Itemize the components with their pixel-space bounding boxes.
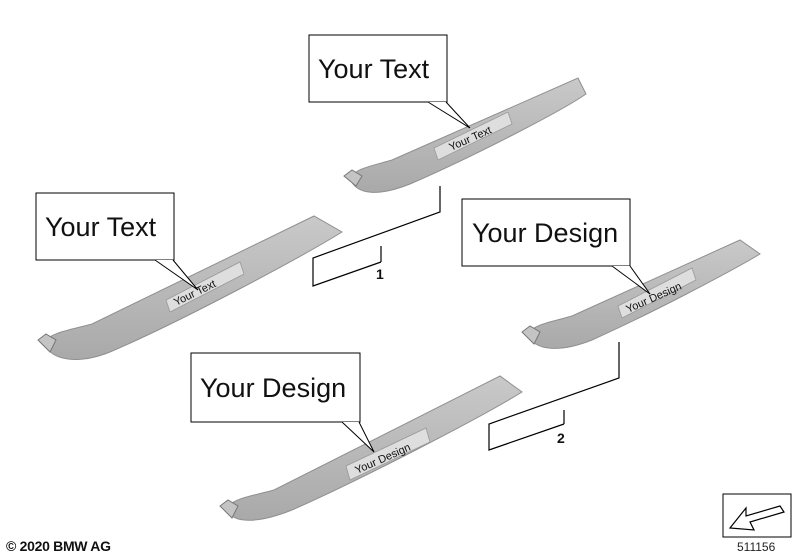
copyright-notice: © 2020 BMW AG (6, 538, 111, 554)
callout-left: Your Text (35, 192, 199, 291)
reference-number: 511156 (737, 540, 776, 554)
sill-top-right: Your Text (343, 77, 587, 193)
callout-label: Your Text (318, 54, 430, 84)
callout-bottom: Your Design (190, 352, 375, 453)
name-plate (165, 261, 245, 313)
position-number-1: 1 (376, 266, 384, 282)
callout-label: Your Design (200, 373, 346, 403)
sill-right: Your Design (521, 239, 761, 349)
position-number-2: 2 (557, 430, 565, 446)
position-leader-2 (488, 342, 620, 451)
position-leader-1 (312, 186, 441, 287)
callout-label: Your Design (472, 218, 618, 248)
sill-left: Your Text (37, 215, 343, 360)
name-plate (345, 427, 431, 481)
name-plate (433, 111, 513, 161)
callout-label: Your Text (45, 212, 157, 242)
name-plate (617, 267, 697, 319)
callout-right: Your Design (461, 198, 651, 295)
sill-bottom: Your Design (219, 375, 523, 521)
arrow-in-box-icon (722, 493, 792, 538)
callout-top-right: Your Text (308, 34, 471, 129)
